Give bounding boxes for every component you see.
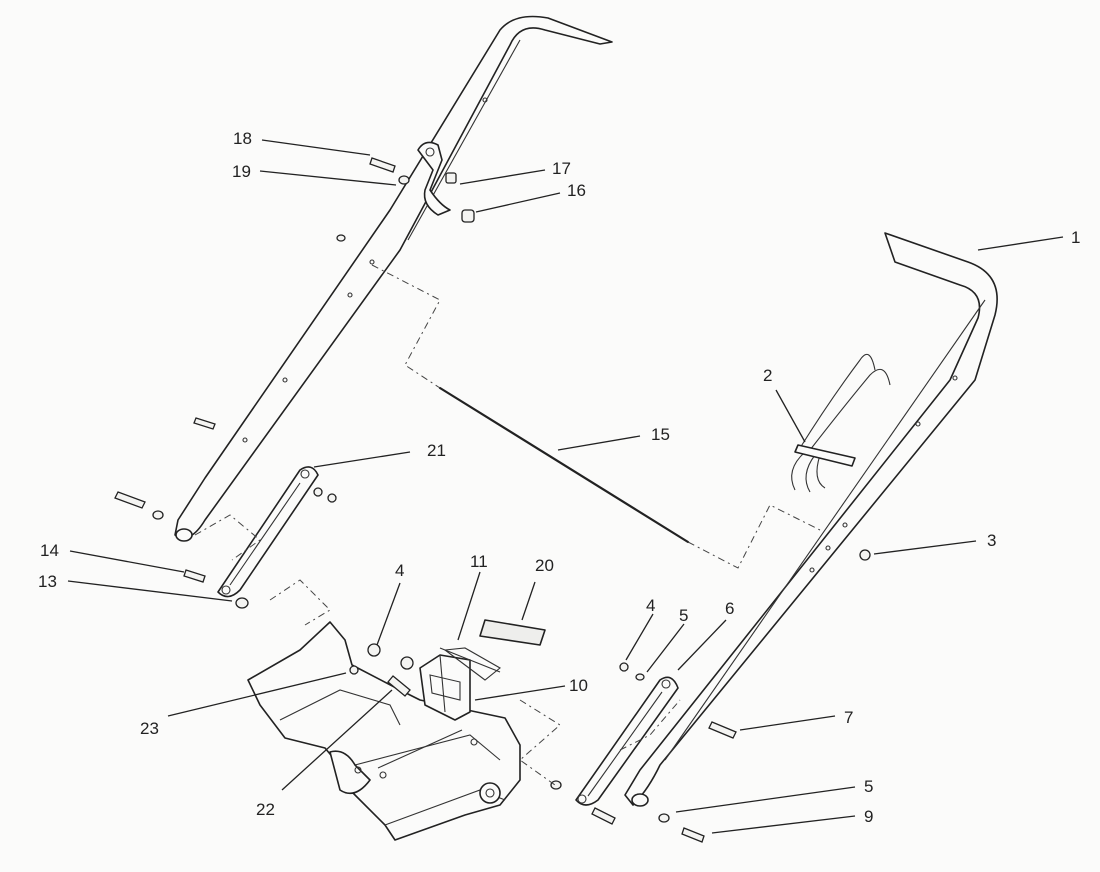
side-link-right [519,662,737,843]
callout-21: 21 [427,441,446,460]
callout-22: 22 [256,800,275,819]
callout-5-upper: 5 [679,606,688,625]
callout-labels: 1 2 3 4 4 5 5 6 7 9 10 11 13 14 15 16 17… [38,129,1080,826]
callout-20: 20 [535,556,554,575]
callout-1: 1 [1071,228,1080,247]
callout-19: 19 [232,162,251,181]
side-link-left [114,417,337,626]
loose-hardware [859,549,871,561]
leader-lines [67,139,1064,834]
deck-bracket-assembly [247,621,521,841]
callout-5-lower: 5 [864,777,873,796]
callout-4-right: 4 [646,596,655,615]
callout-18: 18 [233,129,252,148]
callout-16: 16 [567,181,586,200]
callout-15: 15 [651,425,670,444]
handle-right [624,232,998,807]
callout-10: 10 [569,676,588,695]
callout-2: 2 [763,366,772,385]
pivot-bracket [336,141,475,242]
callout-17: 17 [552,159,571,178]
callout-23: 23 [140,719,159,738]
callout-7: 7 [844,708,853,727]
control-rod [371,264,821,569]
decal [479,619,546,646]
wire-harness [791,353,891,493]
callout-3: 3 [987,531,996,550]
upper-handle-left [174,15,613,542]
callout-6: 6 [725,599,734,618]
callout-4-left: 4 [395,561,404,580]
callout-14: 14 [40,541,59,560]
callout-13: 13 [38,572,57,591]
callout-11: 11 [470,552,488,571]
bail-bracket [419,647,501,721]
callout-9: 9 [864,807,873,826]
